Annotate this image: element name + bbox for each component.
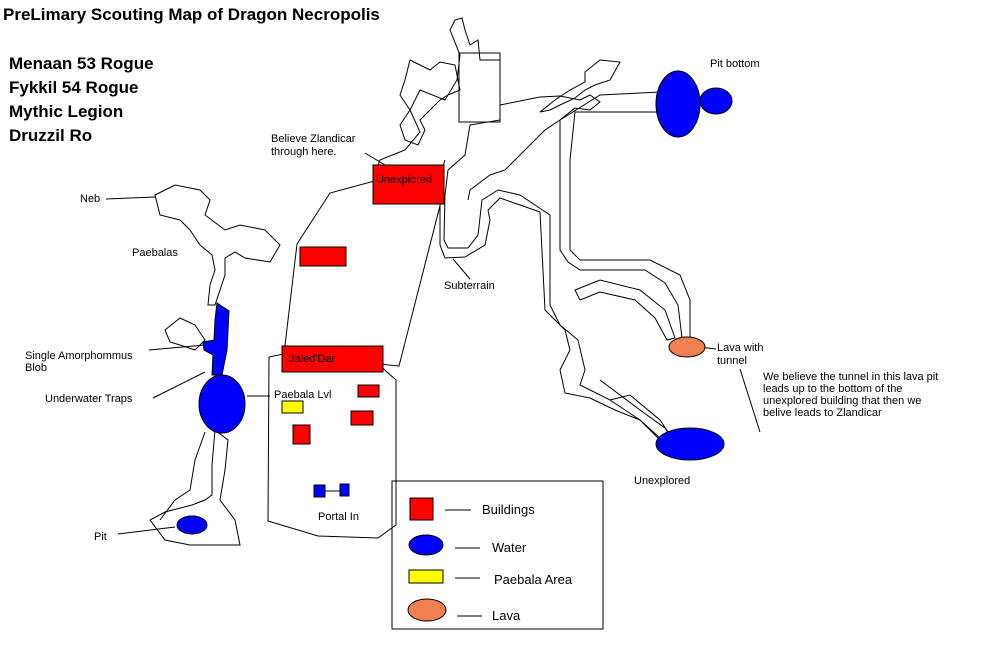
unexplored-building [372,164,445,205]
legend-lava-swatch [407,598,447,622]
portal-water-left [313,484,326,498]
credit-line-3: Mythic Legion [9,102,124,121]
lava-approach [574,279,676,341]
north-chamber [458,52,501,123]
unexplored-water-label: Unexplored [634,475,691,487]
legend-paebala-label: Paebala Area [494,572,573,587]
water-channel [202,302,230,376]
credit-line-1: Menaan 53 Rogue [9,54,154,73]
lava-tunnel-label-1: Lava with [717,342,764,354]
neb-tunnel [154,184,281,306]
unexplored-building-label: Unexplored [376,174,433,186]
credit-line-4: Druzzil Ro [9,126,93,145]
lava-tunnel-note: We believe the tunnel in this lava pit l… [763,371,939,419]
building-small-1 [357,384,380,398]
legend-water-label: Water [492,540,527,555]
believe-zlandicar-label-1: Believe Zlandicar [271,133,356,145]
pit-label: Pit [94,531,107,543]
paebalas-label: Paebalas [132,247,178,259]
credit-line-2: Fykkil 54 Rogue [9,78,139,97]
lava-pit [668,336,706,358]
legend-buildings-label: Buildings [482,502,535,517]
building-small-2 [350,410,374,426]
lava-south-path [599,379,673,441]
legend-box [391,480,604,630]
portal-water-right [339,483,350,497]
pit-bottom-label: Pit bottom [710,58,760,70]
jaled-dar-label: Jaled'Dar [289,353,336,365]
paebala-area [281,400,304,414]
north-tunnel-network [373,17,669,441]
subterrain-label: Subterrain [444,280,495,292]
single-amorphommus-label-1: Single Amorphommus [25,350,133,362]
south-tunnel [149,429,241,546]
portal-in-label: Portal In [318,511,359,523]
pit-pool [176,515,208,535]
pit-corridor [159,431,206,521]
neb-label: Neb [80,193,101,205]
pit-bottom-pool [699,87,733,115]
legend-building-swatch [409,497,434,521]
jaled-dar-building [281,345,384,373]
legend-water-swatch [408,534,444,556]
unexplored-pool [655,427,725,461]
believe-zlandicar-label-2: through here. [271,146,337,158]
lava-tunnel-label-2: tunnel [717,355,747,367]
north-east-loop [539,59,621,113]
building-north [299,246,347,267]
east-corridor [559,91,691,339]
underwater-traps-label: Underwater Traps [45,393,133,405]
north-winding-tunnel [467,94,601,201]
legend-lava-label: Lava [492,608,521,623]
west-tunnel [399,59,461,146]
pit-bottom-water [655,70,701,138]
underwater-traps-pool [198,374,246,434]
building-small-3 [292,424,311,445]
map-title: PreLimary Scouting Map of Dragon Necropo… [3,5,380,24]
single-amorphommus-label-2: Blob [25,362,48,374]
paebala-lvl-label: Paebala Lvl [274,389,332,401]
legend-paebala-swatch [408,569,444,584]
